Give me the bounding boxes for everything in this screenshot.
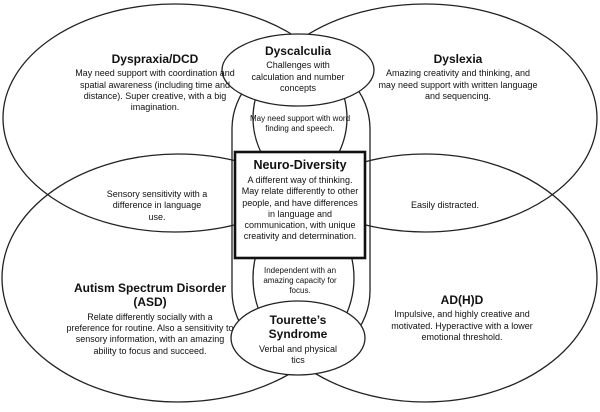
neurodiversity-description: A different way of thinking. May relate …: [241, 175, 359, 242]
asd-title: Autism Spectrum Disorder (ASD): [73, 281, 227, 310]
asd-oval: [1, 153, 355, 403]
dyscalculia-oval: [221, 33, 375, 107]
distracted-text: Easily distracted.: [410, 200, 480, 210]
dyscalculia-description: Challenges with calculation and number c…: [251, 60, 345, 93]
dyscalculia-title: Dyscalculia: [264, 44, 332, 58]
tourettes-description: Verbal and physical tics: [258, 343, 338, 366]
adhd-description: Impulsive, and highly creative and motiv…: [391, 309, 533, 342]
dyspraxia-block: Dyspraxia/DCD May need support with coor…: [70, 52, 240, 113]
asd-block: Autism Spectrum Disorder (ASD) Relate di…: [66, 281, 234, 357]
adhd-oval: [252, 153, 598, 403]
dyspraxia-oval: [2, 3, 348, 233]
neurodiversity-title: Neuro-Diversity: [253, 158, 347, 172]
tourettes-oval: [230, 300, 366, 376]
dyscalculia-block: Dyscalculia Challenges with calculation …: [246, 44, 350, 94]
word-finding-text: May need support with word finding and s…: [249, 114, 351, 133]
adhd-block: AD(H)D Impulsive, and highly creative an…: [384, 293, 540, 343]
sensory-text: Sensory sensitivity with a difference in…: [106, 189, 208, 222]
neurodiversity-block: Neuro-Diversity A different way of think…: [240, 158, 360, 243]
tourettes-block: Tourette’s Syndrome Verbal and physical …: [253, 313, 343, 366]
independent-text: Independent with an amazing capacity for…: [263, 266, 337, 295]
dyslexia-title: Dyslexia: [433, 52, 483, 66]
tourettes-title: Tourette’s Syndrome: [268, 313, 328, 342]
dyslexia-oval: [252, 3, 598, 233]
dyslexia-block: Dyslexia Amazing creativity and thinking…: [378, 52, 538, 102]
asd-description: Relate differently socially with a prefe…: [66, 311, 234, 356]
dyspraxia-description: May need support with coordination and s…: [75, 68, 235, 113]
dyslexia-description: Amazing creativity and thinking, and may…: [378, 68, 538, 101]
neurodiversity-box: [233, 150, 367, 260]
adhd-title: AD(H)D: [440, 293, 484, 307]
dyspraxia-title: Dyspraxia/DCD: [111, 52, 199, 66]
